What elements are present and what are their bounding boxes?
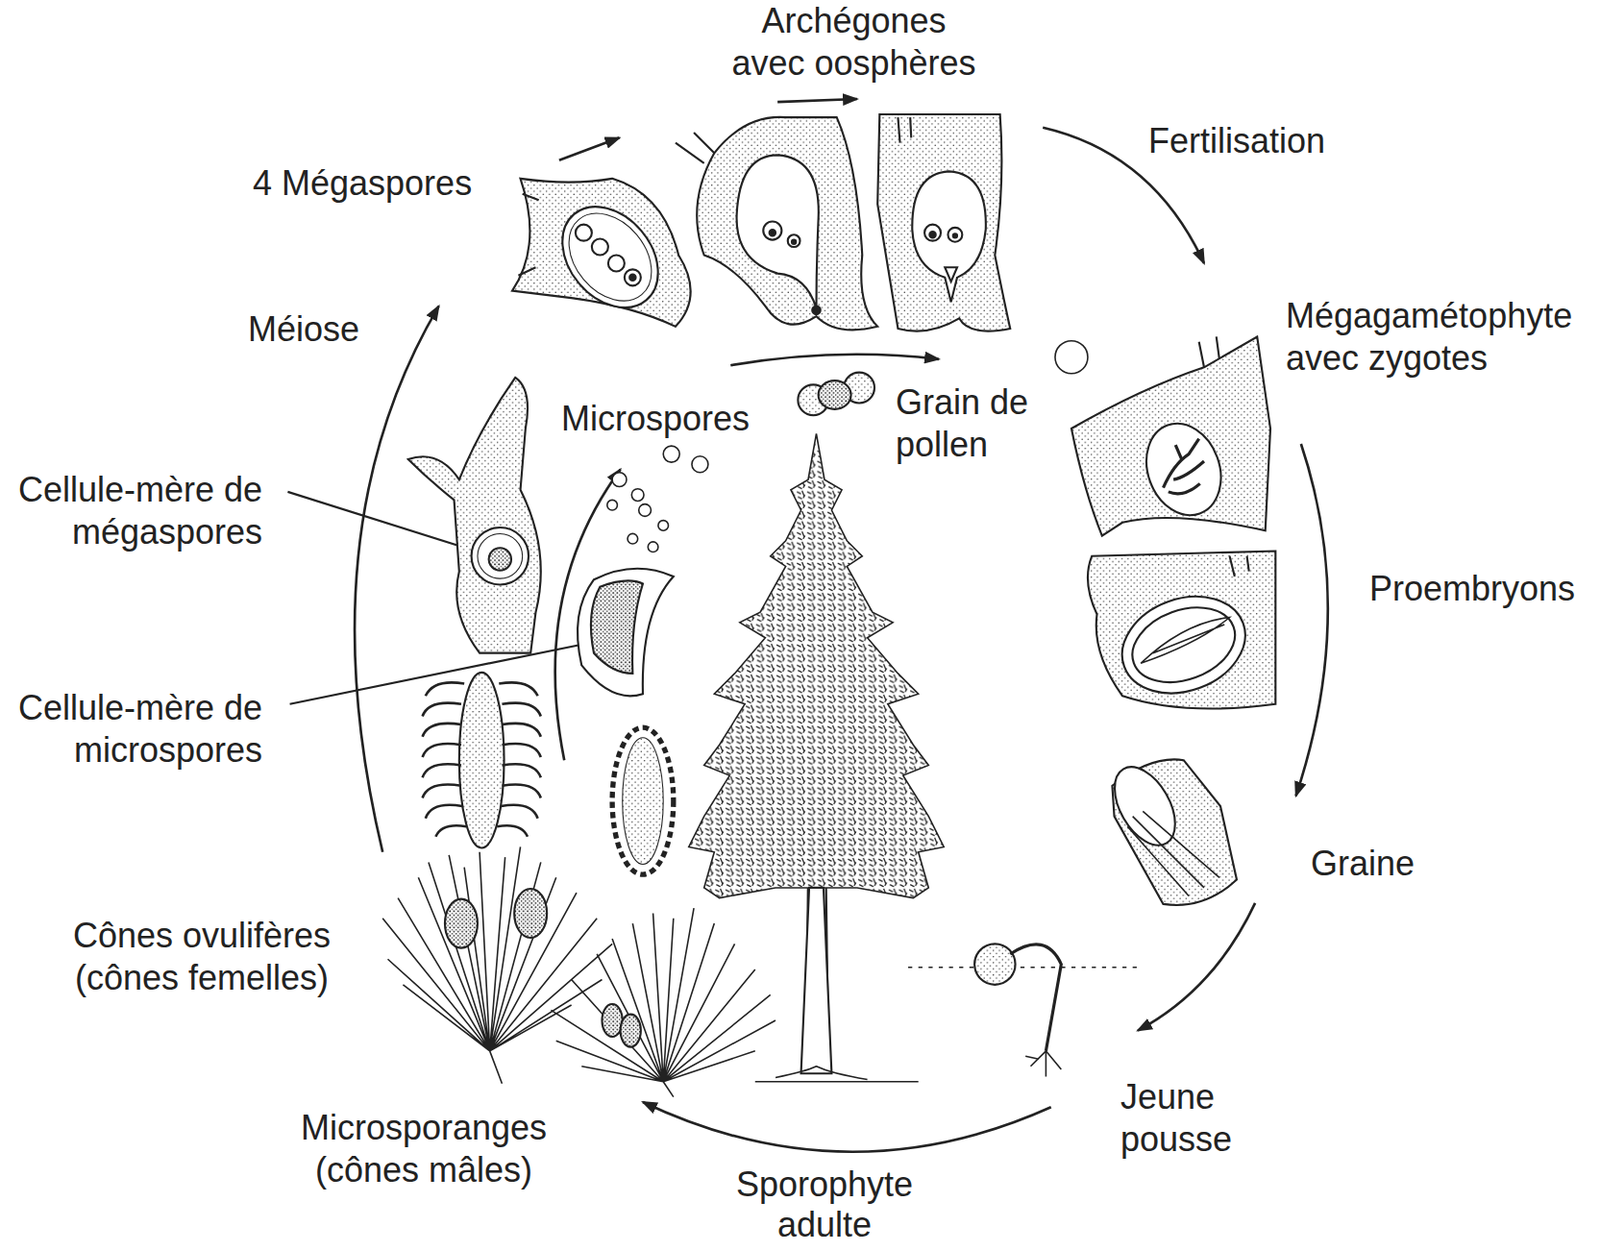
stage-label: Fertilisation bbox=[1148, 120, 1326, 163]
stage-label: Proembryons bbox=[1369, 567, 1576, 611]
stage-label: Archégones avec oosphères bbox=[726, 0, 982, 85]
stage-label: Microspores bbox=[561, 397, 750, 441]
cycle-arrows bbox=[354, 98, 1329, 1153]
stage-label: Mégagamétophyte avec zygotes bbox=[1285, 295, 1584, 380]
stage-label: Sporophyte adulte bbox=[728, 1164, 921, 1246]
stage-label: Cellule-mère de mégaspores bbox=[2, 468, 263, 554]
stage-label: Graine bbox=[1310, 842, 1415, 886]
stage-label: Microsporanges (cônes mâles) bbox=[294, 1107, 554, 1192]
stage-label: Jeune pousse bbox=[1120, 1076, 1265, 1161]
stage-drawings bbox=[382, 114, 1276, 1098]
stage-label: Cônes ovulifères (cônes femelles) bbox=[62, 914, 342, 1000]
stage-label: Méiose bbox=[247, 308, 360, 351]
stage-label: Cellule-mère de microspores bbox=[2, 687, 263, 772]
stage-label: 4 Mégaspores bbox=[252, 162, 472, 205]
stage-label: Grain de pollen bbox=[895, 381, 1050, 467]
